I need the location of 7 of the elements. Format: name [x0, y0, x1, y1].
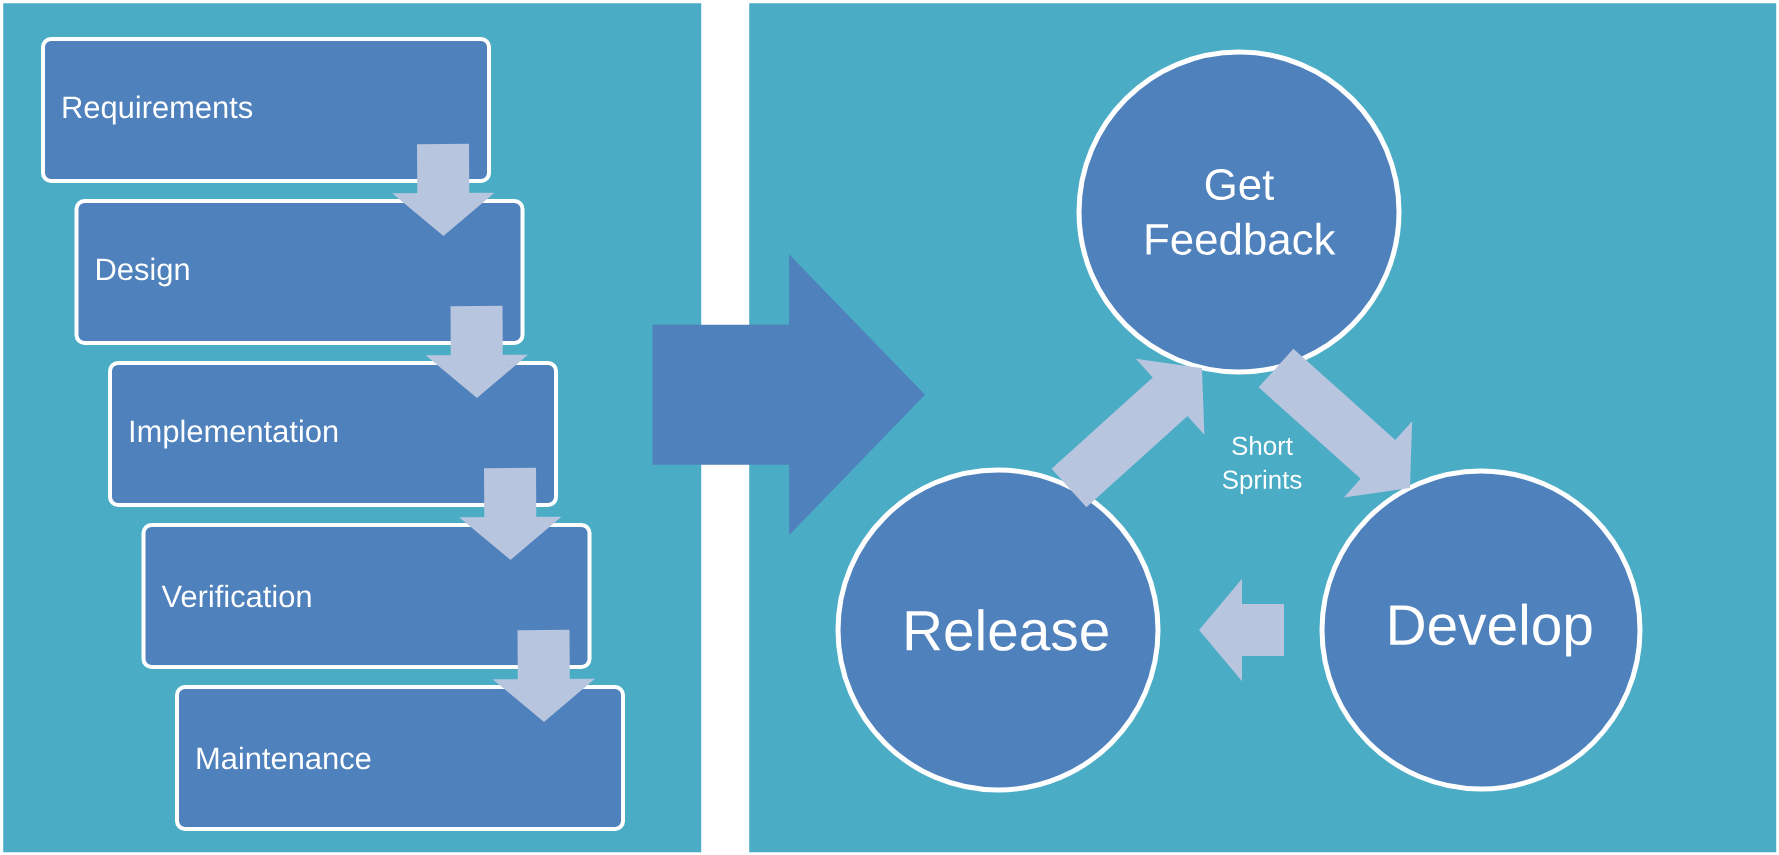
process-box: Verification: [141, 523, 592, 669]
process-box: Implementation: [108, 361, 558, 507]
caption-text: Short Sprints: [1222, 436, 1302, 494]
block-arrow: [652, 254, 925, 536]
process-box: Design: [74, 199, 525, 345]
process-box: Requirements: [41, 37, 491, 183]
process-box: Maintenance: [175, 685, 625, 831]
